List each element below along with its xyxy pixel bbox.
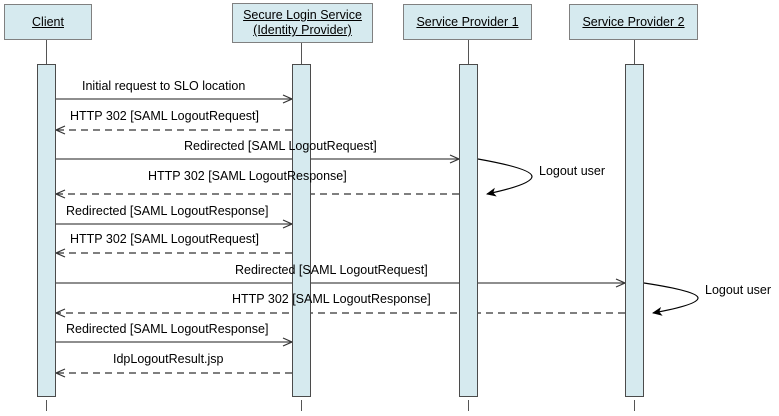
self-message-label-sp1: Logout user <box>539 164 606 178</box>
lifeline-stub-top-idp <box>301 43 302 64</box>
participant-label-sp1: Service Provider 1 <box>416 14 519 29</box>
lifeline-stub-top-sp2 <box>634 40 635 64</box>
self-message-label-sp2: Logout user <box>705 283 772 297</box>
participant-label-client: Client <box>32 14 64 29</box>
participant-label-idp: (Identity Provider) <box>253 23 352 37</box>
activation-bar-sp2[interactable] <box>625 64 644 397</box>
message-label-2: HTTP 302 [SAML LogoutRequest] <box>70 109 259 123</box>
lifeline-stub-top-sp1 <box>468 40 469 64</box>
message-label-6: HTTP 302 [SAML LogoutRequest] <box>70 232 259 246</box>
participant-box-idp[interactable]: Secure Login Service(Identity Provider) <box>232 3 373 43</box>
message-label-3: Redirected [SAML LogoutRequest] <box>184 139 377 153</box>
participant-box-sp2[interactable]: Service Provider 2 <box>569 4 698 40</box>
participant-box-client[interactable]: Client <box>4 4 92 40</box>
message-label-8: HTTP 302 [SAML LogoutResponse] <box>232 292 431 306</box>
message-label-10: IdpLogoutResult.jsp <box>113 352 224 366</box>
lifeline-stub-bottom-sp2 <box>634 400 635 411</box>
participant-label-sp2: Service Provider 2 <box>582 14 685 29</box>
self-message-loop-sp1[interactable] <box>477 158 533 197</box>
lifeline-stub-bottom-idp <box>301 400 302 411</box>
activation-bar-idp[interactable] <box>292 64 311 397</box>
participant-box-sp1[interactable]: Service Provider 1 <box>403 4 532 40</box>
message-label-1: Initial request to SLO location <box>82 79 246 93</box>
message-label-4: HTTP 302 [SAML LogoutResponse] <box>148 169 347 183</box>
lifeline-stub-bottom-sp1 <box>468 400 469 411</box>
lifeline-stub-bottom-client <box>46 400 47 411</box>
self-message-loop-sp2[interactable] <box>643 282 699 316</box>
message-label-7: Redirected [SAML LogoutRequest] <box>235 263 428 277</box>
activation-bar-sp1[interactable] <box>459 64 478 397</box>
lifeline-stub-top-client <box>46 40 47 64</box>
activation-bar-client[interactable] <box>37 64 56 397</box>
message-label-5: Redirected [SAML LogoutResponse] <box>66 204 269 218</box>
message-label-9: Redirected [SAML LogoutResponse] <box>66 322 269 336</box>
participant-label-idp: Secure Login Service <box>243 8 362 22</box>
